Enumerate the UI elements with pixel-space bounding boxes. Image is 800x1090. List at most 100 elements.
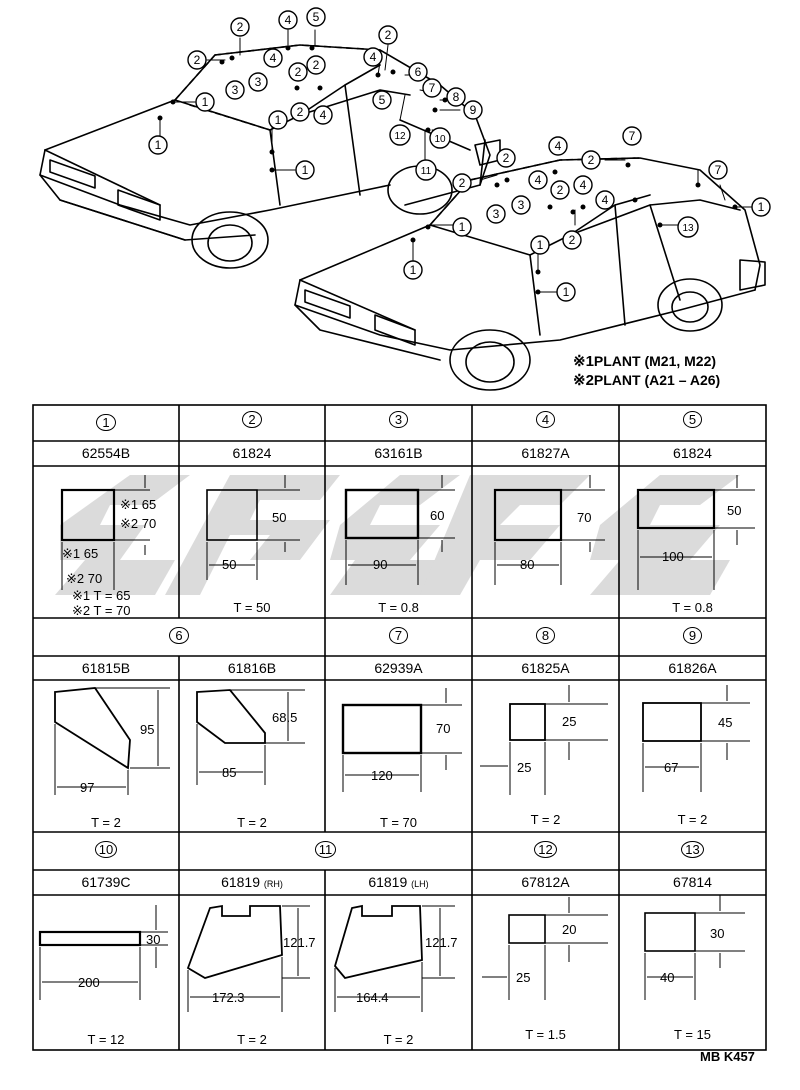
callout-number: 1 — [410, 263, 417, 277]
dim-1-h2: ※2 70 — [120, 516, 157, 531]
part-number-61819-rh: 61819 (RH) — [221, 874, 283, 890]
dim-13-h: 30 — [710, 926, 725, 941]
callout-circle — [452, 173, 472, 193]
thickness-2: T = 50 — [233, 600, 271, 615]
callout-circle — [288, 62, 308, 82]
part-5-shape — [636, 488, 716, 530]
callout-circle — [372, 90, 392, 110]
callout-number: 1 — [563, 285, 570, 299]
dim-11lh-w: 164.4 — [356, 990, 389, 1005]
section-number-7: 7 — [325, 627, 472, 644]
plant-legend: ※1PLANT (M21, M22) ※2PLANT (A21 – A26) — [573, 352, 720, 390]
dim-11lh-h: 121.7 — [425, 935, 458, 950]
callout-circle — [422, 78, 442, 98]
callout-circle — [622, 126, 642, 146]
callout-circle — [708, 160, 728, 180]
dim-6b-h: 68.5 — [272, 710, 298, 725]
callout-number: 2 — [385, 28, 392, 42]
callout-number: 2 — [557, 183, 564, 197]
callout-number: 8 — [453, 90, 460, 104]
callout-circle — [528, 170, 548, 190]
callout-circle — [378, 25, 398, 45]
callout-circle — [486, 204, 506, 224]
dim-12-w: 25 — [516, 970, 531, 985]
callout-circle — [248, 72, 268, 92]
section-number-4: 4 — [472, 411, 619, 428]
callout-circle — [581, 150, 601, 170]
callout-number: 4 — [285, 13, 292, 27]
part-13-shape — [644, 912, 696, 952]
callout-circle — [389, 124, 411, 146]
callout-number: 1 — [275, 113, 282, 127]
callout-circle — [230, 17, 250, 37]
callout-circle — [463, 100, 483, 120]
callout-number: 2 — [313, 58, 320, 72]
callout-number: 7 — [715, 163, 722, 177]
dim-9-h: 45 — [718, 715, 733, 730]
part-10-shape — [38, 930, 142, 947]
callout-number: 1 — [758, 200, 765, 214]
part-4-shape — [493, 488, 563, 542]
dim-6a-h: 95 — [140, 722, 155, 737]
part-9-shape — [642, 702, 702, 742]
callout-circle — [225, 80, 245, 100]
section-number-6: 6 — [33, 627, 325, 644]
callout-circle — [452, 217, 472, 237]
callout-number: 13 — [682, 223, 694, 234]
part-7-shape — [341, 703, 423, 755]
callout-circle — [573, 175, 593, 195]
callout-circle — [187, 50, 207, 70]
legend-line-2: ※2PLANT (A21 – A26) — [573, 372, 721, 389]
callout-circle — [263, 48, 283, 68]
callout-circle — [363, 47, 383, 67]
dim-8-h: 25 — [562, 714, 577, 729]
dim-7-w: 120 — [371, 768, 393, 783]
callout-number: 12 — [394, 131, 406, 142]
diagram-code: MB K457 — [700, 1049, 755, 1064]
callout-number: 4 — [555, 139, 562, 153]
callout-number: 4 — [535, 173, 542, 187]
section-number-11: 11 — [179, 841, 472, 858]
callout-circle — [148, 135, 168, 155]
watermark-logo — [55, 475, 740, 595]
callout-number: 2 — [588, 153, 595, 167]
table-frame — [32, 404, 767, 1051]
dim-5-w: 100 — [662, 549, 684, 564]
part-number-61739c: 61739C — [81, 874, 131, 890]
callout-number: 2 — [295, 65, 302, 79]
part-8-shape — [509, 703, 546, 741]
callout-number: 7 — [629, 129, 636, 143]
thickness-11rh: T = 2 — [237, 1032, 267, 1047]
part-2-shape — [206, 489, 258, 541]
thickness-7: T = 70 — [380, 815, 417, 830]
dim-4-h: 70 — [577, 510, 592, 525]
part-3-shape — [344, 488, 420, 540]
dim-7-h: 70 — [436, 721, 451, 736]
callout-circle — [313, 105, 333, 125]
part-number-61826a: 61826A — [668, 660, 717, 676]
part-1-shape — [60, 488, 116, 542]
part-number-61824: 61824 — [232, 445, 272, 461]
callout-circle — [415, 159, 437, 181]
callout-circle — [511, 195, 531, 215]
callout-number: 3 — [493, 207, 500, 221]
callout-number: 4 — [320, 108, 327, 122]
legend-line-1: ※1PLANT (M21, M22) — [573, 353, 717, 370]
callout-number: 4 — [580, 178, 587, 192]
section-number-12: 12 — [472, 841, 619, 858]
callout-number: 1 — [537, 238, 544, 252]
callout-circle — [429, 127, 451, 149]
callout-leaders — [159, 29, 753, 293]
dim-1-w1: ※1 65 — [62, 546, 99, 561]
callout-circle — [195, 92, 215, 112]
dim-10-w: 200 — [78, 975, 100, 990]
dim-2-h: 50 — [272, 510, 287, 525]
callout-number: 11 — [421, 166, 432, 177]
callout-circle — [278, 10, 298, 30]
part-number-61824-b: 61824 — [673, 445, 712, 461]
callout-number: 3 — [232, 83, 239, 97]
callout-number: 1 — [155, 138, 162, 152]
dimension-drawings — [38, 475, 755, 1012]
